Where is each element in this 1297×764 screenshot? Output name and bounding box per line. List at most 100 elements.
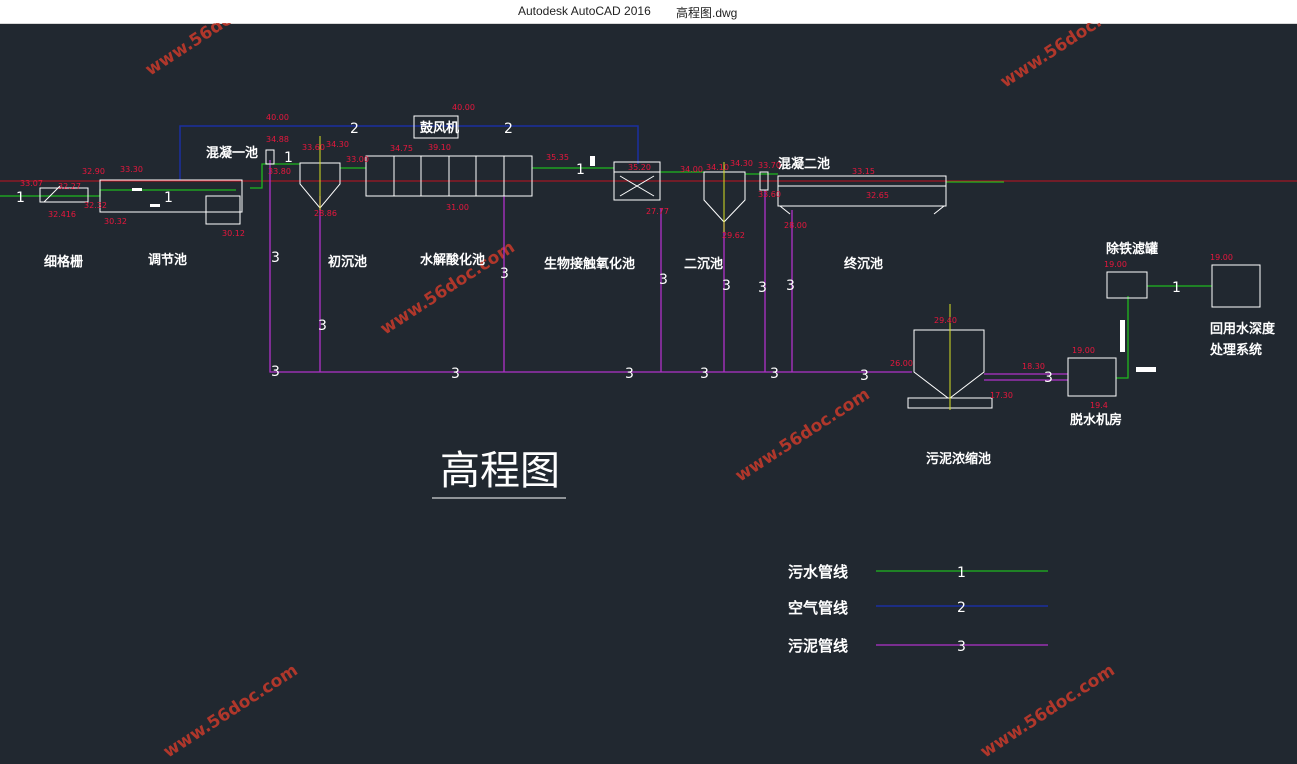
dewater-house xyxy=(1067,357,1117,397)
elevation: 18.30 xyxy=(1022,362,1045,371)
label-bio: 生物接触氧化池 xyxy=(544,256,635,272)
pipe-number-1: 1 xyxy=(284,150,293,166)
legend-num-2: 2 xyxy=(957,600,966,616)
file-name: 高程图.dwg xyxy=(676,6,738,20)
sludge-thickener xyxy=(913,329,985,399)
elevation: 30.12 xyxy=(222,229,245,238)
watermark: www.56doc.com xyxy=(977,660,1119,762)
reuse-system xyxy=(1211,264,1261,308)
legend-label-air: 空气管线 xyxy=(788,599,848,617)
legend-num-1: 1 xyxy=(957,565,966,581)
pipe-number-3: 3 xyxy=(659,272,668,288)
watermark: www.56doc.com xyxy=(732,384,874,486)
process-units xyxy=(39,115,1261,410)
coag2-tank xyxy=(759,171,769,191)
elevation: 34.30 xyxy=(730,159,753,168)
elevation: 34.00 xyxy=(680,165,703,174)
elevation: 32.416 xyxy=(48,210,76,219)
pipe-number-3: 3 xyxy=(271,364,280,380)
label-secondary: 二沉池 xyxy=(684,256,723,272)
sludge-pipeline xyxy=(269,160,1068,381)
elevation: 39.10 xyxy=(428,143,451,152)
elevation: 40.00 xyxy=(452,103,475,112)
elevation: 27.77 xyxy=(646,207,669,216)
label-blower: 鼓风机 xyxy=(420,120,459,136)
pipe-number-3: 3 xyxy=(451,366,460,382)
label-reuse-2: 处理系统 xyxy=(1209,342,1262,358)
elevation: 34.30 xyxy=(326,140,349,149)
elevation: 29.62 xyxy=(722,231,745,240)
pipe-number-3: 3 xyxy=(318,318,327,334)
label-final: 终沉池 xyxy=(844,256,883,272)
label-coag1: 混凝一池 xyxy=(206,145,258,161)
watermark: www.56doc.com xyxy=(997,23,1139,92)
elevation: 34.10 xyxy=(706,163,729,172)
elevation: 19.4 xyxy=(1090,401,1108,410)
pump-well xyxy=(205,195,241,225)
legend-label-sewage: 污水管线 xyxy=(788,563,848,581)
elevation: 29.40 xyxy=(934,316,957,325)
pipe-number-2: 2 xyxy=(350,121,359,137)
elevation: 33.60 xyxy=(758,190,781,199)
elevation: 32.90 xyxy=(82,167,105,176)
drawing-title: 高程图 xyxy=(440,448,560,494)
elevation: 28.86 xyxy=(314,209,337,218)
legend-num-3: 3 xyxy=(957,639,966,655)
pipe-number-3: 3 xyxy=(700,366,709,382)
elevation: 34.88 xyxy=(266,135,289,144)
unit-labels: 细格栅 调节池 混凝一池 初沉池 水解酸化池 鼓风机 生物接触氧化池 二沉池 混… xyxy=(44,120,1276,467)
pipe-number-1: 1 xyxy=(16,190,25,206)
elevation: 28.00 xyxy=(784,221,807,230)
iron-filter xyxy=(1106,271,1148,299)
primary-clarifier xyxy=(299,162,341,209)
elevation: 17.30 xyxy=(990,391,1013,400)
label-equalization: 调节池 xyxy=(148,252,187,268)
elevation: 40.00 xyxy=(266,113,289,122)
pipe-number-1: 1 xyxy=(164,190,173,206)
blower-unit xyxy=(413,115,459,139)
elevation: 33.80 xyxy=(268,167,291,176)
elevation: 35.20 xyxy=(628,163,651,172)
secondary-clarifier xyxy=(703,171,746,223)
window-titlebar: Autodesk AutoCAD 2016 高程图.dwg xyxy=(0,0,1297,24)
elevation: 32.65 xyxy=(866,191,889,200)
label-thickener: 污泥浓缩池 xyxy=(926,451,991,467)
air-pipeline xyxy=(179,125,639,180)
pipe-number-2: 2 xyxy=(504,121,513,137)
pipe-number-3: 3 xyxy=(625,366,634,382)
final-clarifier xyxy=(777,175,947,207)
pipe-number-1: 1 xyxy=(1172,280,1181,296)
elevation: 35.35 xyxy=(546,153,569,162)
legend-label-sludge: 污泥管线 xyxy=(788,637,848,655)
label-coag2: 混凝二池 xyxy=(778,156,830,172)
elevation: 30.32 xyxy=(104,217,127,226)
elevation: 32.32 xyxy=(84,201,107,210)
pipe-number-3: 3 xyxy=(500,266,509,282)
pipe-number-3: 3 xyxy=(271,250,280,266)
bio-tank xyxy=(613,161,661,201)
elevation: 26.00 xyxy=(890,359,913,368)
elevation: 33.70 xyxy=(758,161,781,170)
elevation: 19.00 xyxy=(1104,260,1127,269)
grille-unit xyxy=(39,187,89,203)
elevation: 33.00 xyxy=(346,155,369,164)
elevation: 32.27 xyxy=(58,182,81,191)
legend: 污水管线 1 空气管线 2 污泥管线 3 xyxy=(788,563,1048,655)
elevation-labels: 33.07 32.27 32.416 32.90 32.32 33.30 30.… xyxy=(20,103,1233,410)
label-reuse-1: 回用水深度 xyxy=(1210,321,1276,337)
label-dewater: 脱水机房 xyxy=(1070,412,1122,428)
pipe-number-3: 3 xyxy=(758,280,767,296)
drawing-canvas[interactable]: www.56doc.com www.56doc.com www.56doc.co… xyxy=(0,23,1297,764)
elevation: 34.75 xyxy=(390,144,413,153)
pipe-number-3: 3 xyxy=(1044,370,1053,386)
app-title: Autodesk AutoCAD 2016 xyxy=(518,4,651,18)
pipe-number-3: 3 xyxy=(786,278,795,294)
label-primary: 初沉池 xyxy=(328,254,367,270)
pipe-number-1: 1 xyxy=(576,162,585,178)
elevation: 31.00 xyxy=(446,203,469,212)
label-grille: 细格栅 xyxy=(44,254,83,270)
elevation: 33.07 xyxy=(20,179,43,188)
pipe-number-3: 3 xyxy=(860,368,869,384)
label-hydrolysis: 水解酸化池 xyxy=(420,252,485,268)
elevation: 33.30 xyxy=(120,165,143,174)
